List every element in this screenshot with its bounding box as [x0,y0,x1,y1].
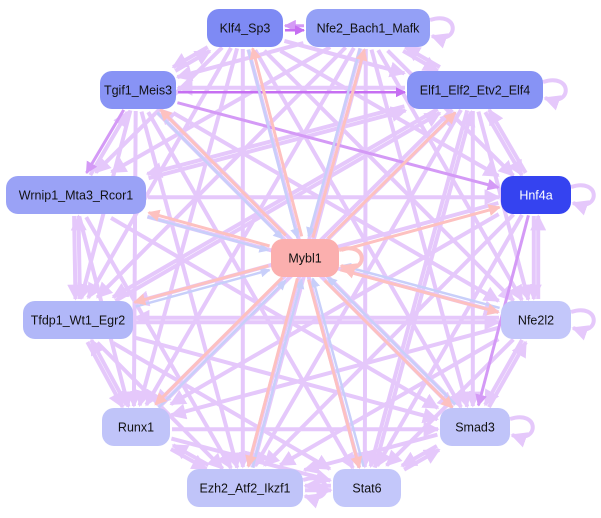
self-loop-Hnf4a [570,183,596,216]
node-elf1-elf2-etv2-elf4[interactable]: Elf1_Elf2_Etv2_Elf4 [407,71,543,109]
node-box[interactable] [333,469,401,507]
node-label: Stat6 [352,482,381,496]
node-hnf4a[interactable]: Hnf4a [501,176,571,214]
edge-Hnf4a-to-Elf1_Elf2_Etv2_Elf4 [487,108,528,174]
edge-Mybl1-to-Wrnip1_Mta3_Rcor1 [147,209,270,248]
edge-Tgif1_Meis3-to-Mybl1 [156,111,284,240]
node-mybl1[interactable]: Mybl1 [271,239,339,277]
edge-Ezh2_Atf2_Ikzf1-to-Mybl1 [251,278,305,468]
self-loop-Smad3 [509,415,535,448]
edge-Ezh2_Atf2_Ikzf1-to-Runx1 [171,443,210,467]
node-box[interactable] [100,71,176,109]
node-tgif1-meis3[interactable]: Tgif1_Meis3 [100,71,176,109]
edge-Stat6-to-Mybl1 [310,277,365,467]
node-label: Tgif1_Meis3 [104,84,172,98]
edge-Nfe2_Bach1_Mafk-to-Runx1 [144,46,356,407]
node-box[interactable] [501,301,571,339]
edge-Stat6-to-Elf1_Elf2_Etv2_Elf4 [372,110,476,469]
edge-Nfe2l2-to-Mybl1 [340,263,500,310]
edge-Tfdp1_Wt1_Egr2-to-Elf1_Elf2_Etv2_Elf4 [114,111,442,303]
node-box[interactable] [440,408,510,446]
node-label: Mybl1 [288,252,321,266]
node-nfe2-bach1-mafk[interactable]: Nfe2_Bach1_Mafk [306,9,430,47]
edge-Nfe2l2-to-Ezh2_Atf2_Ikzf1 [278,337,500,467]
node-stat6[interactable]: Stat6 [333,469,401,507]
edge-Mybl1-to-Elf1_Elf2_Etv2_Elf4 [326,111,457,240]
edge-Tgif1_Meis3-to-Runx1 [125,110,142,408]
self-loop-Ezh2_Atf2_Ikzf1 [302,476,328,509]
edge-Elf1_Elf2_Etv2_Elf4-to-Nfe2_Bach1_Mafk [403,45,441,69]
node-box[interactable] [102,408,170,446]
edge-Nfe2_Bach1_Mafk-to-Tgif1_Meis3 [175,41,304,82]
edge-Mybl1-to-Nfe2_Bach1_Mafk [311,48,368,238]
edge-Nfe2l2-to-Runx1 [169,325,499,420]
edge-Klf4_Sp3-to-Elf1_Elf2_Etv2_Elf4 [283,38,406,78]
node-box[interactable] [207,9,283,47]
node-nfe2l2[interactable]: Nfe2l2 [501,301,571,339]
node-klf4-sp3[interactable]: Klf4_Sp3 [207,9,283,47]
edge-Nfe2_Bach1_Mafk-to-Wrnip1_Mta3_Rcor1 [110,45,332,174]
node-label: Nfe2_Bach1_Mafk [317,22,421,36]
self-loop-Nfe2l2 [570,308,596,341]
node-label: Tfdp1_Wt1_Egr2 [31,314,126,328]
edge-Mybl1-to-Ezh2_Atf2_Ikzf1 [245,278,299,468]
edge-Smad3-to-Mybl1 [326,276,457,406]
edge-Mybl1-to-Hnf4a [341,204,501,252]
edge-Klf4_Sp3-to-Wrnip1_Mta3_Rcor1 [94,45,224,174]
edge-Mybl1-to-Runx1 [154,276,284,406]
edge-Tgif1_Meis3-to-Nfe2l2 [172,111,500,303]
edge-Nfe2_Bach1_Mafk-to-Mybl1 [306,48,362,238]
node-tfdp1-wt1-egr2[interactable]: Tfdp1_Wt1_Egr2 [23,301,133,339]
edge-Klf4_Sp3-to-Mybl1 [247,49,300,239]
edge-Wrnip1_Mta3_Rcor1-to-Tfdp1_Wt1_Egr2 [67,215,84,301]
self-loop-Mybl1 [338,246,364,279]
edge-Mybl1-to-Nfe2l2 [340,268,500,316]
edge-Tfdp1_Wt1_Egr2-to-Wrnip1_Mta3_Rcor1 [70,214,87,300]
edge-Mybl1-to-Tgif1_Meis3 [159,108,287,237]
edge-Elf1_Elf2_Etv2_Elf4-to-Tfdp1_Wt1_Egr2 [111,107,439,299]
node-box[interactable] [407,71,543,109]
edge-Hnf4a-to-Runx1 [169,212,500,406]
node-runx1[interactable]: Runx1 [102,408,170,446]
edge-Tfdp1_Wt1_Egr2-to-Mybl1 [135,267,271,308]
edge-Stat6-to-Smad3 [403,448,441,472]
edge-Mybl1-to-Stat6 [307,279,363,469]
edge-Mybl1-to-Klf4_Sp3 [249,47,304,237]
node-label: Klf4_Sp3 [220,22,271,36]
edge-Wrnip1_Mta3_Rcor1-to-Smad3 [109,216,440,410]
edge-Tgif1_Meis3-to-Wrnip1_Mta3_Rcor1 [85,109,125,174]
node-box[interactable] [271,239,339,277]
node-smad3[interactable]: Smad3 [440,408,510,446]
node-wrnip1-mta3-rcor1[interactable]: Wrnip1_Mta3_Rcor1 [6,176,146,214]
node-label: Hnf4a [519,189,552,203]
node-label: Nfe2l2 [518,314,554,328]
node-box[interactable] [501,176,571,214]
node-box[interactable] [187,469,303,507]
edge-Runx1-to-Mybl1 [157,279,287,409]
edge-Smad3-to-Nfe2l2 [487,340,528,409]
node-box[interactable] [6,176,146,214]
edge-Mybl1-to-Smad3 [323,279,454,409]
edge-Nfe2_Bach1_Mafk-to-Stat6 [356,48,373,469]
node-label: Ezh2_Atf2_Ikzf1 [199,482,290,496]
node-ezh2-atf2-ikzf1[interactable]: Ezh2_Atf2_Ikzf1 [187,469,303,507]
self-loop-Nfe2_Bach1_Mafk [429,16,455,49]
node-label: Elf1_Elf2_Etv2_Elf4 [420,84,531,98]
node-label: Runx1 [118,421,154,435]
edge-Smad3-to-Ezh2_Atf2_Ikzf1 [302,432,438,475]
edge-Wrnip1_Mta3_Rcor1-to-Mybl1 [147,215,270,253]
node-label: Wrnip1_Mta3_Rcor1 [19,189,133,203]
edge-Mybl1-to-Tfdp1_Wt1_Egr2 [133,264,269,306]
node-label: Smad3 [455,421,495,435]
self-loop-Elf1_Elf2_Etv2_Elf4 [542,78,568,111]
edge-Tfdp1_Wt1_Egr2-to-Stat6 [111,341,332,471]
node-box[interactable] [306,9,430,47]
node-box[interactable] [23,301,133,339]
